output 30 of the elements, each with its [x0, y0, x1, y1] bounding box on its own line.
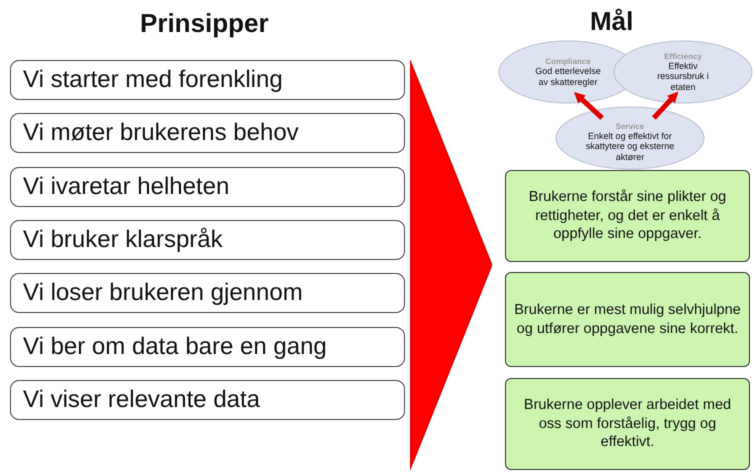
ellipse-text: Enkelt og effektivt for skattytere og eksterne aktører: [584, 130, 676, 162]
principle-text: Vi loser brukeren gjennom: [23, 279, 303, 308]
principle-text: Vi starter med forenkling: [23, 66, 283, 94]
column-heading: Mål: [590, 6, 634, 37]
principle-box: [10, 220, 405, 260]
principle-box: [10, 113, 405, 154]
goal-text: Brukerne forstår sine plikter og rettigheter, og det er enkelt å oppfylle sine oppgaver.: [528, 188, 728, 244]
principle-box: [10, 380, 405, 420]
arrow: [574, 92, 604, 120]
arrow: [652, 92, 678, 120]
principle-box: [10, 326, 405, 366]
column-heading: Prinsipper: [140, 8, 269, 39]
principle-box: [10, 166, 405, 207]
ellipse-text: God etterlevelse av skatteregler: [534, 66, 602, 87]
principle-text: Vi møter brukerens behov: [23, 119, 299, 148]
ellipse-heading: Service: [616, 122, 644, 131]
ellipse-heading: Compliance: [545, 57, 591, 66]
principle-box: [10, 60, 405, 100]
ellipse-heading: Efficiency: [664, 52, 702, 61]
principle-text: Vi ber om data bare en gang: [23, 332, 327, 360]
goal-box: [505, 170, 750, 262]
principle-text: Vi bruker klarspråk: [23, 226, 223, 254]
goal-box: [505, 272, 750, 367]
ellipse-text: Effektiv ressursbruk i etaten: [656, 60, 710, 92]
principle-box: [10, 273, 405, 314]
goal-text: Brukerne er mest mulig selvhjulpne og utfører oppgavene sine korrekt.: [514, 300, 741, 338]
principle-text: Vi ivaretar helheten: [23, 172, 230, 201]
principle-text: Vi viser relevante data: [23, 386, 260, 414]
goal-box: [505, 378, 750, 470]
goal-text: Brukerne opplever arbeidet med oss som forståelig, trygg og effektivt.: [522, 396, 732, 452]
